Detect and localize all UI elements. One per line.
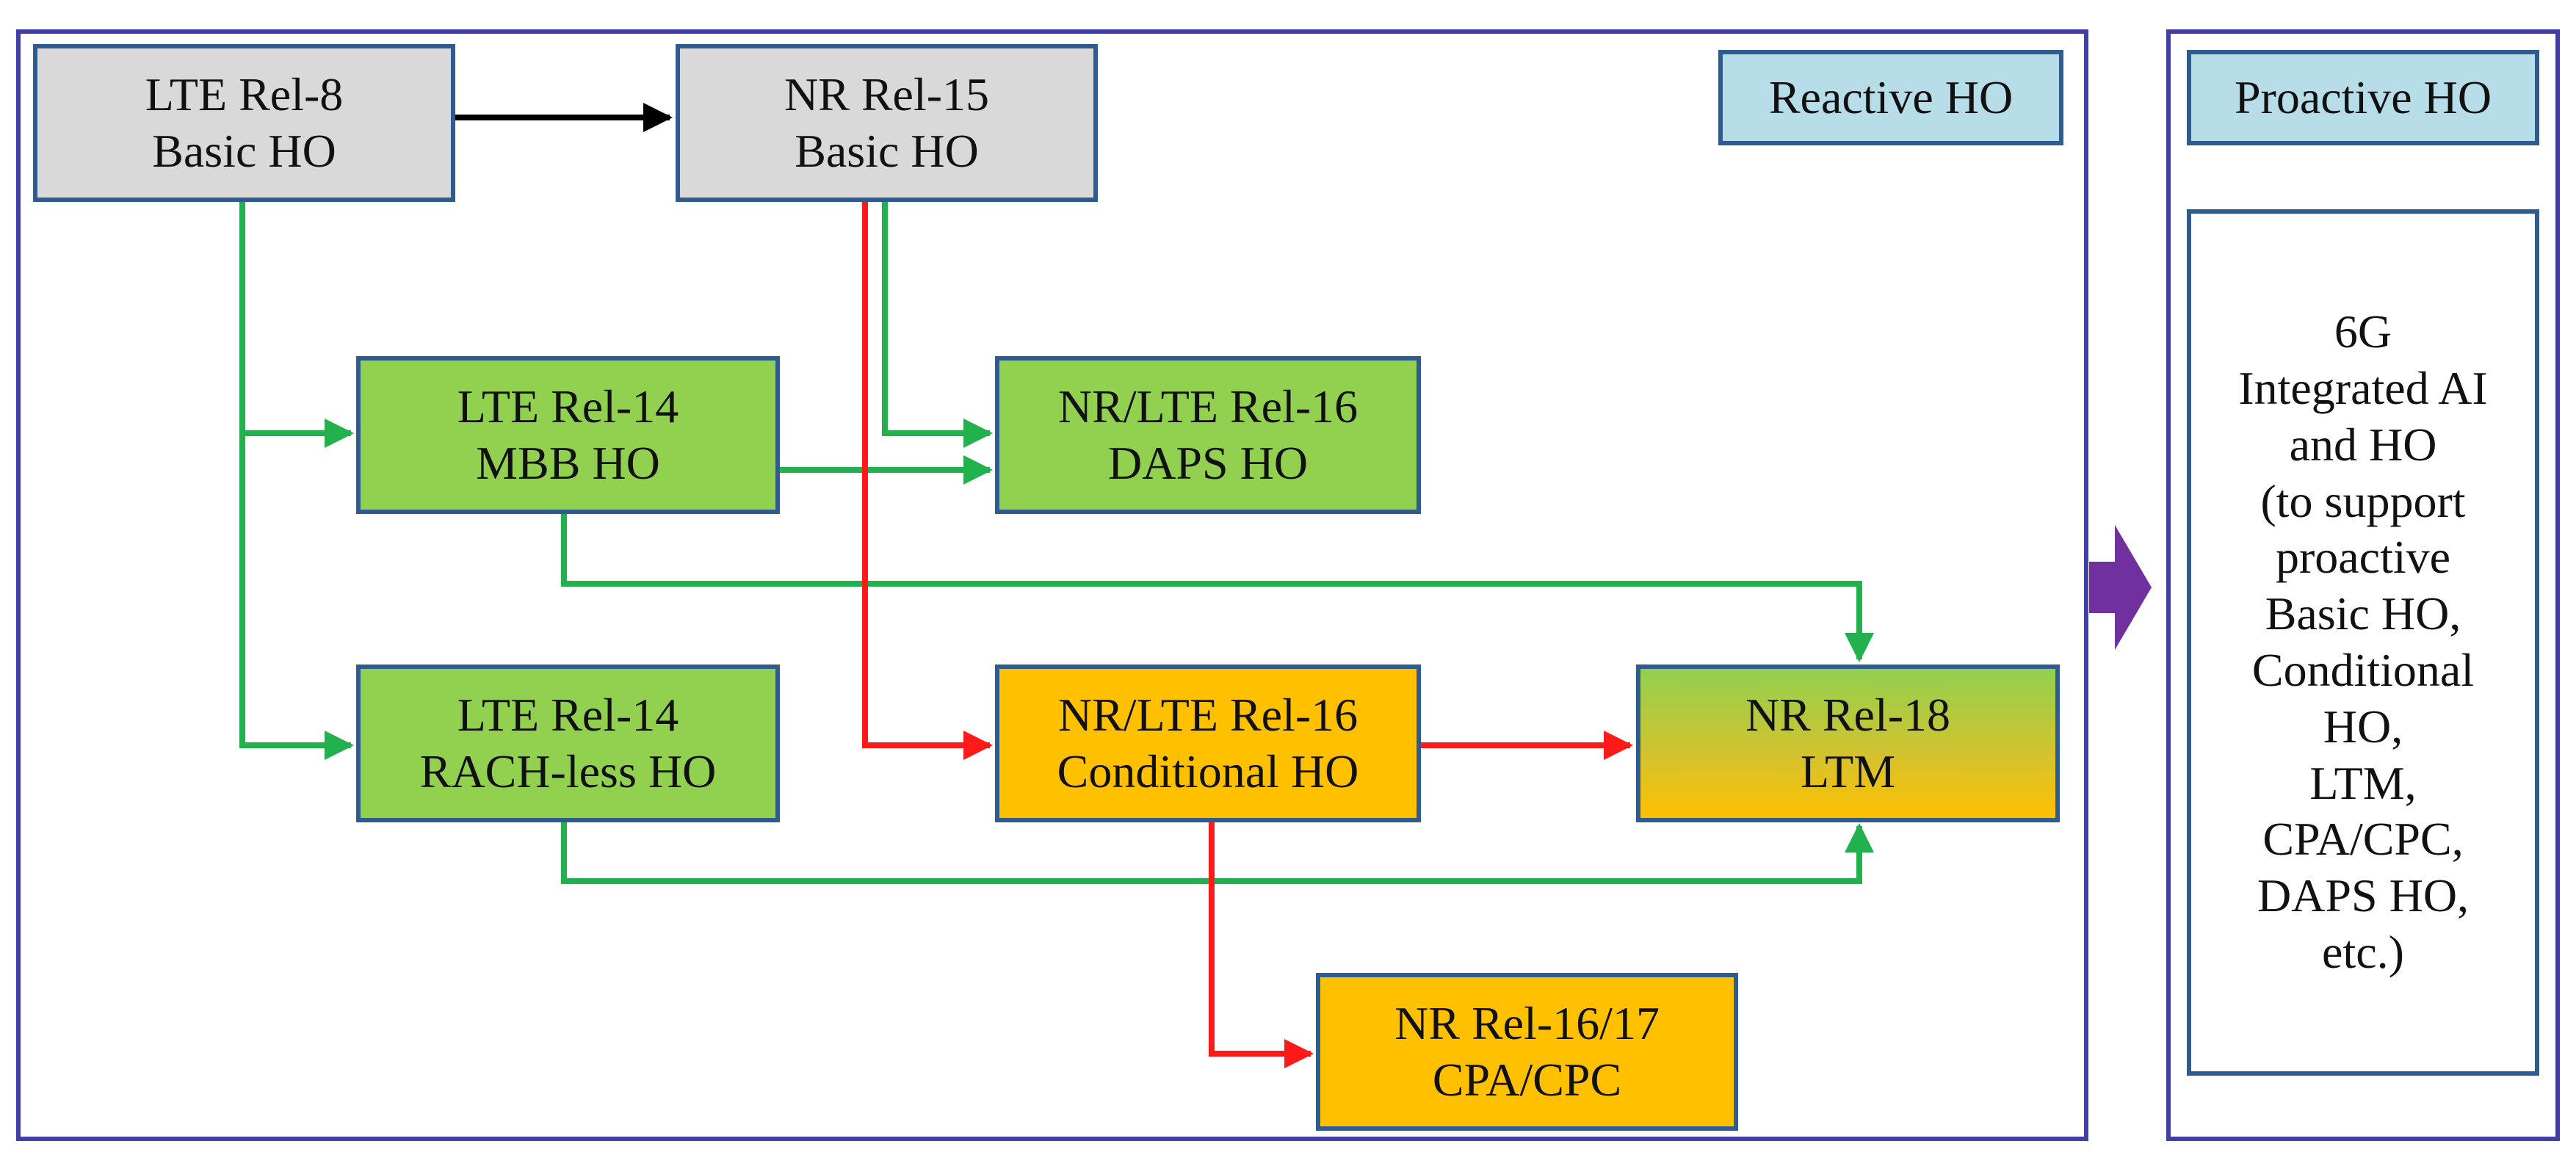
proactive-line: and HO (2289, 418, 2437, 471)
arrow-mbb-to-ltm (561, 514, 1874, 662)
node-line1: LTE Rel-14 (457, 688, 679, 741)
node-nr-rel15-basic-ho: NR Rel-15 Basic HO (676, 44, 1098, 202)
proactive-line: Integrated AI (2238, 362, 2488, 415)
proactive-line: etc.) (2322, 925, 2404, 978)
node-line2: CPA/CPC (1432, 1053, 1622, 1106)
proactive-line: Basic HO, (2265, 587, 2461, 640)
proactive-line: 6G (2334, 305, 2392, 358)
node-line1: LTE Rel-8 (145, 68, 344, 120)
proactive-ho-label: Proactive HO (2187, 50, 2539, 145)
transition-arrow (2089, 525, 2152, 650)
reactive-ho-label: Reactive HO (1718, 50, 2063, 145)
node-line2: Basic HO (152, 124, 336, 177)
proactive-line: (to support (2260, 474, 2466, 527)
node-line2: RACH-less HO (419, 745, 717, 797)
proactive-6g-box: 6G Integrated AI and HO (to support proa… (2187, 209, 2539, 1076)
node-lte-rel14-rach-less-ho: LTE Rel-14 RACH-less HO (356, 665, 780, 822)
node-nr-lte-rel16-daps-ho: NR/LTE Rel-16 DAPS HO (995, 356, 1421, 514)
node-line2: Basic HO (795, 124, 979, 177)
node-line1: NR Rel-16/17 (1394, 996, 1660, 1049)
arrow-cho-to-cpa (1209, 822, 1314, 1068)
proactive-line: CPA/CPC, (2262, 813, 2464, 866)
arrow-rel8-to-mbb (239, 202, 354, 448)
node-line1: NR/LTE Rel-16 (1057, 688, 1358, 741)
node-line2: LTM (1800, 745, 1896, 797)
node-lte-rel14-mbb-ho: LTE Rel-14 MBB HO (356, 356, 780, 514)
node-line1: NR Rel-15 (784, 68, 990, 120)
reactive-ho-label-text: Reactive HO (1768, 71, 2014, 123)
proactive-line: proactive (2275, 531, 2451, 584)
node-nr-lte-rel16-conditional-ho: NR/LTE Rel-16 Conditional HO (995, 665, 1421, 822)
proactive-ho-label-text: Proactive HO (2234, 71, 2492, 123)
arrow-rel8-to-rach (239, 433, 354, 760)
proactive-line: Conditional (2251, 644, 2475, 696)
node-line2: MBB HO (476, 436, 660, 489)
proactive-line: LTM, (2309, 756, 2417, 809)
arrow-rel15-to-cho (862, 202, 993, 760)
arrow-rel15-to-daps (882, 202, 993, 448)
node-lte-rel8-basic-ho: LTE Rel-8 Basic HO (33, 44, 455, 202)
node-line2: Conditional HO (1057, 745, 1359, 797)
node-line1: LTE Rel-14 (457, 380, 679, 432)
node-line1: NR Rel-18 (1745, 688, 1951, 741)
node-line2: DAPS HO (1107, 436, 1309, 489)
proactive-line: DAPS HO, (2257, 869, 2470, 922)
node-line1: NR/LTE Rel-16 (1057, 380, 1358, 432)
node-nr-rel18-ltm: NR Rel-18 LTM (1636, 665, 2060, 822)
node-nr-rel16-17-cpa-cpc: NR Rel-16/17 CPA/CPC (1316, 973, 1738, 1131)
proactive-line: HO, (2323, 700, 2403, 753)
